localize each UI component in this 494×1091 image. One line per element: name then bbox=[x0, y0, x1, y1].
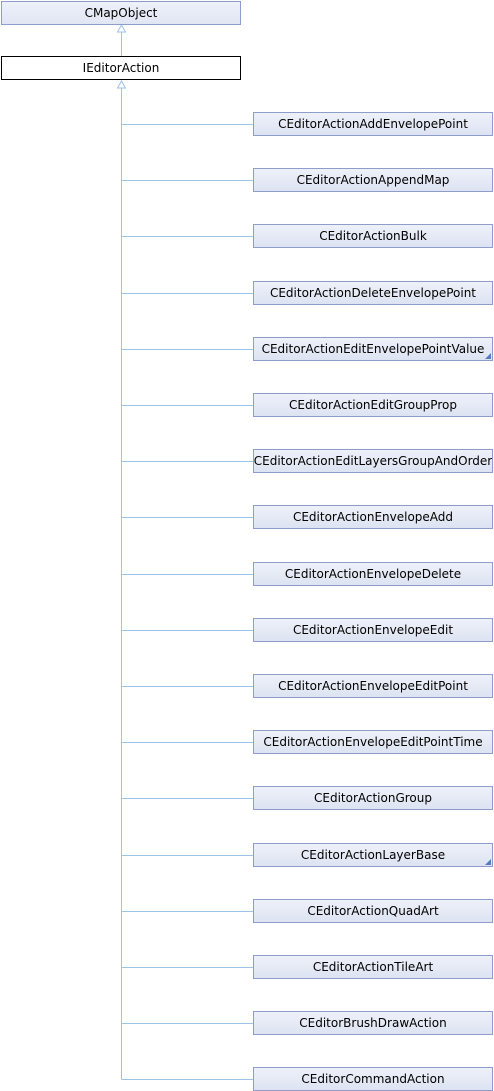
derived-class-node[interactable]: CEditorActionGroup bbox=[253, 786, 493, 810]
derived-class-node[interactable]: CEditorActionBulk bbox=[253, 224, 493, 248]
derived-class-label: CEditorActionAppendMap bbox=[296, 173, 450, 187]
derived-class-node[interactable]: CEditorActionAppendMap bbox=[253, 168, 493, 192]
derived-class-node[interactable]: CEditorActionQuadArt bbox=[253, 899, 493, 923]
derived-class-node[interactable]: CEditorActionEditEnvelopePointValue bbox=[253, 337, 493, 361]
base-class-node[interactable]: CMapObject bbox=[1, 1, 241, 25]
derived-class-label: CEditorActionEditEnvelopePointValue bbox=[261, 342, 485, 356]
derived-class-label: CEditorActionBulk bbox=[319, 229, 427, 243]
derived-class-node[interactable]: CEditorActionLayerBase bbox=[253, 843, 493, 867]
inheritance-arrow-base bbox=[116, 23, 127, 33]
derived-class-label: CEditorActionEnvelopeDelete bbox=[284, 567, 462, 581]
derived-class-label: CEditorActionDeleteEnvelopePoint bbox=[269, 286, 477, 300]
derived-class-node[interactable]: CEditorActionEnvelopeEditPoint bbox=[253, 674, 493, 698]
inheritance-arrow-focus bbox=[116, 79, 127, 89]
has-more-subclasses-marker bbox=[485, 353, 491, 359]
derived-class-label: CEditorActionLayerBase bbox=[300, 848, 446, 862]
derived-class-label: CEditorCommandAction bbox=[301, 1072, 445, 1086]
derived-class-label: CEditorActionEditLayersGroupAndOrder bbox=[253, 454, 493, 468]
derived-class-label: CEditorActionQuadArt bbox=[307, 904, 439, 918]
derived-class-node[interactable]: CEditorActionEnvelopeDelete bbox=[253, 562, 493, 586]
derived-class-label: CEditorActionEnvelopeEdit bbox=[292, 623, 454, 637]
derived-class-node[interactable]: CEditorCommandAction bbox=[253, 1067, 493, 1091]
derived-class-label: CEditorBrushDrawAction bbox=[299, 1016, 447, 1030]
derived-class-label: CEditorActionEnvelopeAdd bbox=[292, 510, 454, 524]
focus-class-node: IEditorAction bbox=[1, 56, 241, 80]
derived-class-label: CEditorActionTileArt bbox=[312, 960, 434, 974]
has-more-subclasses-marker bbox=[485, 859, 491, 865]
derived-class-node[interactable]: CEditorActionTileArt bbox=[253, 955, 493, 979]
derived-class-node[interactable]: CEditorActionEnvelopeAdd bbox=[253, 505, 493, 529]
derived-class-node[interactable]: CEditorActionEnvelopeEditPointTime bbox=[253, 730, 493, 754]
derived-class-node[interactable]: CEditorActionEditGroupProp bbox=[253, 393, 493, 417]
derived-class-label: CEditorActionAddEnvelopePoint bbox=[278, 117, 468, 131]
derived-class-node[interactable]: CEditorActionEditLayersGroupAndOrder bbox=[253, 449, 493, 473]
derived-class-node[interactable]: CEditorActionEnvelopeEdit bbox=[253, 618, 493, 642]
derived-class-label: CEditorActionGroup bbox=[313, 791, 432, 805]
derived-class-node[interactable]: CEditorActionDeleteEnvelopePoint bbox=[253, 281, 493, 305]
derived-class-label: CEditorActionEnvelopeEditPointTime bbox=[263, 735, 483, 749]
base-class-label: CMapObject bbox=[84, 6, 158, 20]
focus-class-label: IEditorAction bbox=[82, 61, 160, 75]
derived-class-node[interactable]: CEditorActionAddEnvelopePoint bbox=[253, 112, 493, 136]
derived-class-label: CEditorActionEnvelopeEditPoint bbox=[278, 679, 468, 693]
derived-class-node[interactable]: CEditorBrushDrawAction bbox=[253, 1011, 493, 1035]
derived-class-label: CEditorActionEditGroupProp bbox=[289, 398, 457, 412]
